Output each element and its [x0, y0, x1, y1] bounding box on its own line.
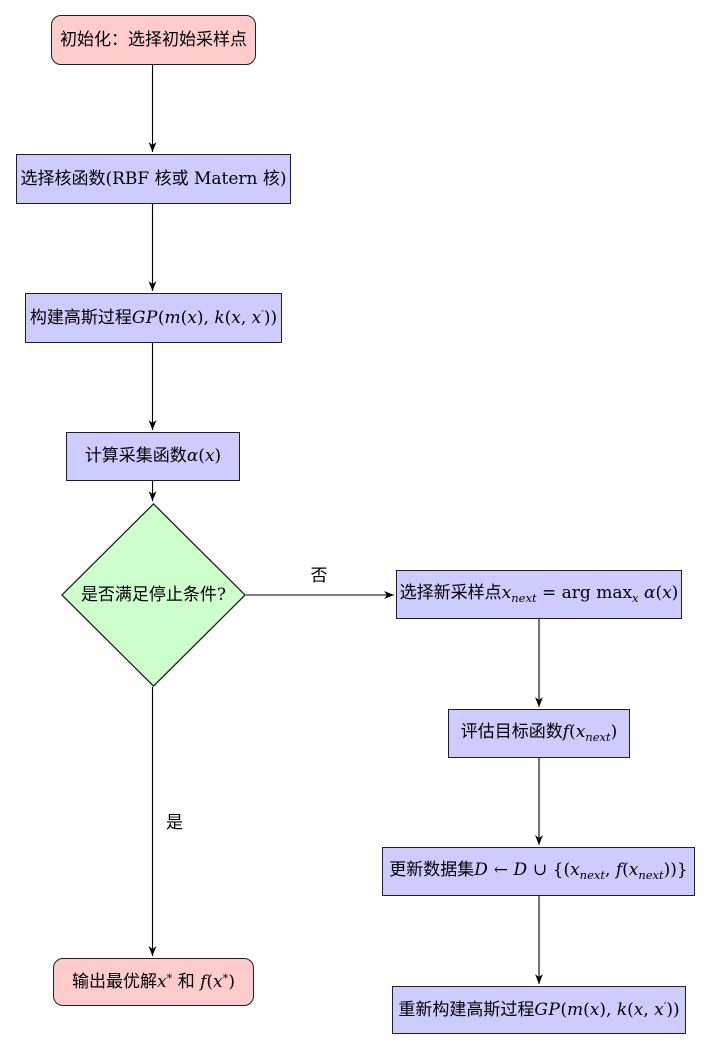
edge-label-no: 否 — [310, 566, 328, 586]
node-rebuild-gp-label: 重新构建高斯过程GP(m(x), k(x, x′)) — [398, 999, 680, 1020]
node-build-gp-label: 构建高斯过程GP(m(x), k(x, x′)) — [29, 307, 278, 328]
node-evaluate-objective: 评估目标函数f(xnext) — [448, 709, 630, 758]
node-select-kernel-label: 选择核函数(RBF 核或 Matern 核) — [20, 168, 287, 189]
node-rebuild-gp: 重新构建高斯过程GP(m(x), k(x, x′)) — [392, 986, 686, 1034]
node-select-kernel: 选择核函数(RBF 核或 Matern 核) — [16, 154, 291, 204]
node-build-gp: 构建高斯过程GP(m(x), k(x, x′)) — [25, 293, 282, 343]
node-compute-acquisition: 计算采集函数α(x) — [66, 432, 240, 481]
node-stop-decision: 是否满足停止条件? — [61, 503, 246, 687]
node-output-result: 输出最优解x* 和 f(x*) — [53, 958, 254, 1006]
node-select-next-point-label: 选择新采样点xnext = arg maxx α(x) — [399, 582, 679, 605]
node-start-label: 初始化：选择初始采样点 — [60, 29, 247, 50]
diamond-icon — [61, 503, 246, 687]
node-evaluate-objective-label: 评估目标函数f(xnext) — [460, 721, 618, 744]
node-stop-decision-label: 是否满足停止条件? — [80, 584, 227, 605]
node-start: 初始化：选择初始采样点 — [51, 15, 256, 65]
node-output-result-label: 输出最优解x* 和 f(x*) — [71, 971, 236, 992]
node-update-dataset-label: 更新数据集D ← D ∪ {(xnext, f(xnext))} — [389, 859, 688, 882]
edge-label-yes: 是 — [166, 813, 183, 833]
node-compute-acquisition-label: 计算采集函数α(x) — [84, 446, 222, 466]
node-select-next-point: 选择新采样点xnext = arg maxx α(x) — [396, 570, 682, 619]
node-update-dataset: 更新数据集D ← D ∪ {(xnext, f(xnext))} — [382, 847, 695, 896]
